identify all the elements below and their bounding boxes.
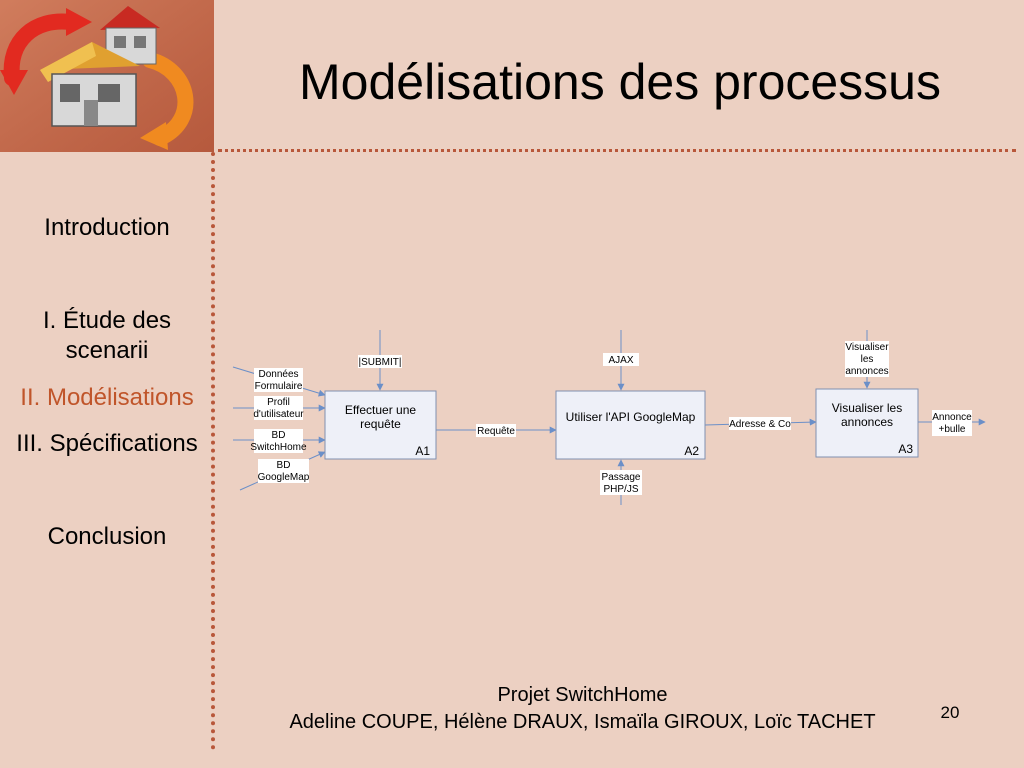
label-bd-switchhome-line2: SwitchHome: [250, 442, 307, 453]
label-mechanism-line1: Passage: [602, 472, 641, 483]
page-number: 20: [940, 703, 960, 722]
label-control-submit: |SUBMIT|: [359, 357, 402, 368]
label-mechanism-line2: PHP/JS: [603, 484, 638, 495]
label-donnees-line2: Formulaire: [255, 381, 303, 392]
slide-title: Modélisations des processus: [299, 54, 941, 110]
label-control-a3-line2: les: [861, 354, 874, 365]
nav-item-modelisations[interactable]: II. Modélisations: [20, 384, 194, 411]
label-output-line1: Annonce: [932, 412, 972, 423]
label-donnees-line1: Données: [258, 369, 298, 380]
nav-item-introduction[interactable]: Introduction: [44, 214, 170, 241]
activity-box-a2: Utiliser l'API GoogleMap A2: [555, 390, 706, 460]
label-bd-googlemap-line1: BD: [277, 460, 291, 471]
label-profil-line2: d'utilisateur: [253, 409, 304, 420]
label-bd-switchhome-line1: BD: [272, 430, 286, 441]
activity-a2-title: Utiliser l'API GoogleMap: [566, 410, 696, 424]
label-profil-line1: Profil: [267, 397, 290, 408]
activity-a1-code: A1: [415, 444, 430, 458]
label-flow-requete: Requête: [477, 426, 515, 437]
sidebar-divider: [211, 152, 215, 750]
activity-a3-code: A3: [898, 442, 913, 456]
activity-box-a3: Visualiser les annonces A3: [815, 388, 919, 458]
switchhome-logo: [0, 0, 214, 152]
label-flow-adresse: Adresse & Co: [729, 419, 791, 430]
footer-authors: Adeline COUPE, Hélène DRAUX, Ismaïla GIR…: [289, 711, 876, 733]
activity-a3-title-line1: Visualiser les: [832, 401, 902, 415]
label-control-a3-line1: Visualiser: [845, 342, 889, 353]
header-divider: [218, 149, 1016, 152]
label-output-line2: +bulle: [939, 424, 966, 435]
activity-box-a1: Effectuer une requête A1: [324, 390, 437, 460]
activity-a1-title-line2: requête: [360, 417, 401, 431]
activity-a3-title-line2: annonces: [841, 415, 893, 429]
nav-item-specifications[interactable]: III. Spécifications: [16, 430, 198, 457]
slide-footer: Projet SwitchHome Adeline COUPE, Hélène …: [240, 682, 925, 736]
label-control-a3-line3: annonces: [845, 366, 888, 377]
label-control-ajax: AJAX: [608, 355, 633, 366]
activity-a1-title-line1: Effectuer une: [345, 403, 416, 417]
nav-item-conclusion[interactable]: Conclusion: [47, 523, 167, 550]
activity-a2-code: A2: [684, 444, 699, 458]
label-bd-googlemap-line2: GoogleMap: [258, 472, 310, 483]
footer-project: Projet SwitchHome: [497, 684, 668, 706]
